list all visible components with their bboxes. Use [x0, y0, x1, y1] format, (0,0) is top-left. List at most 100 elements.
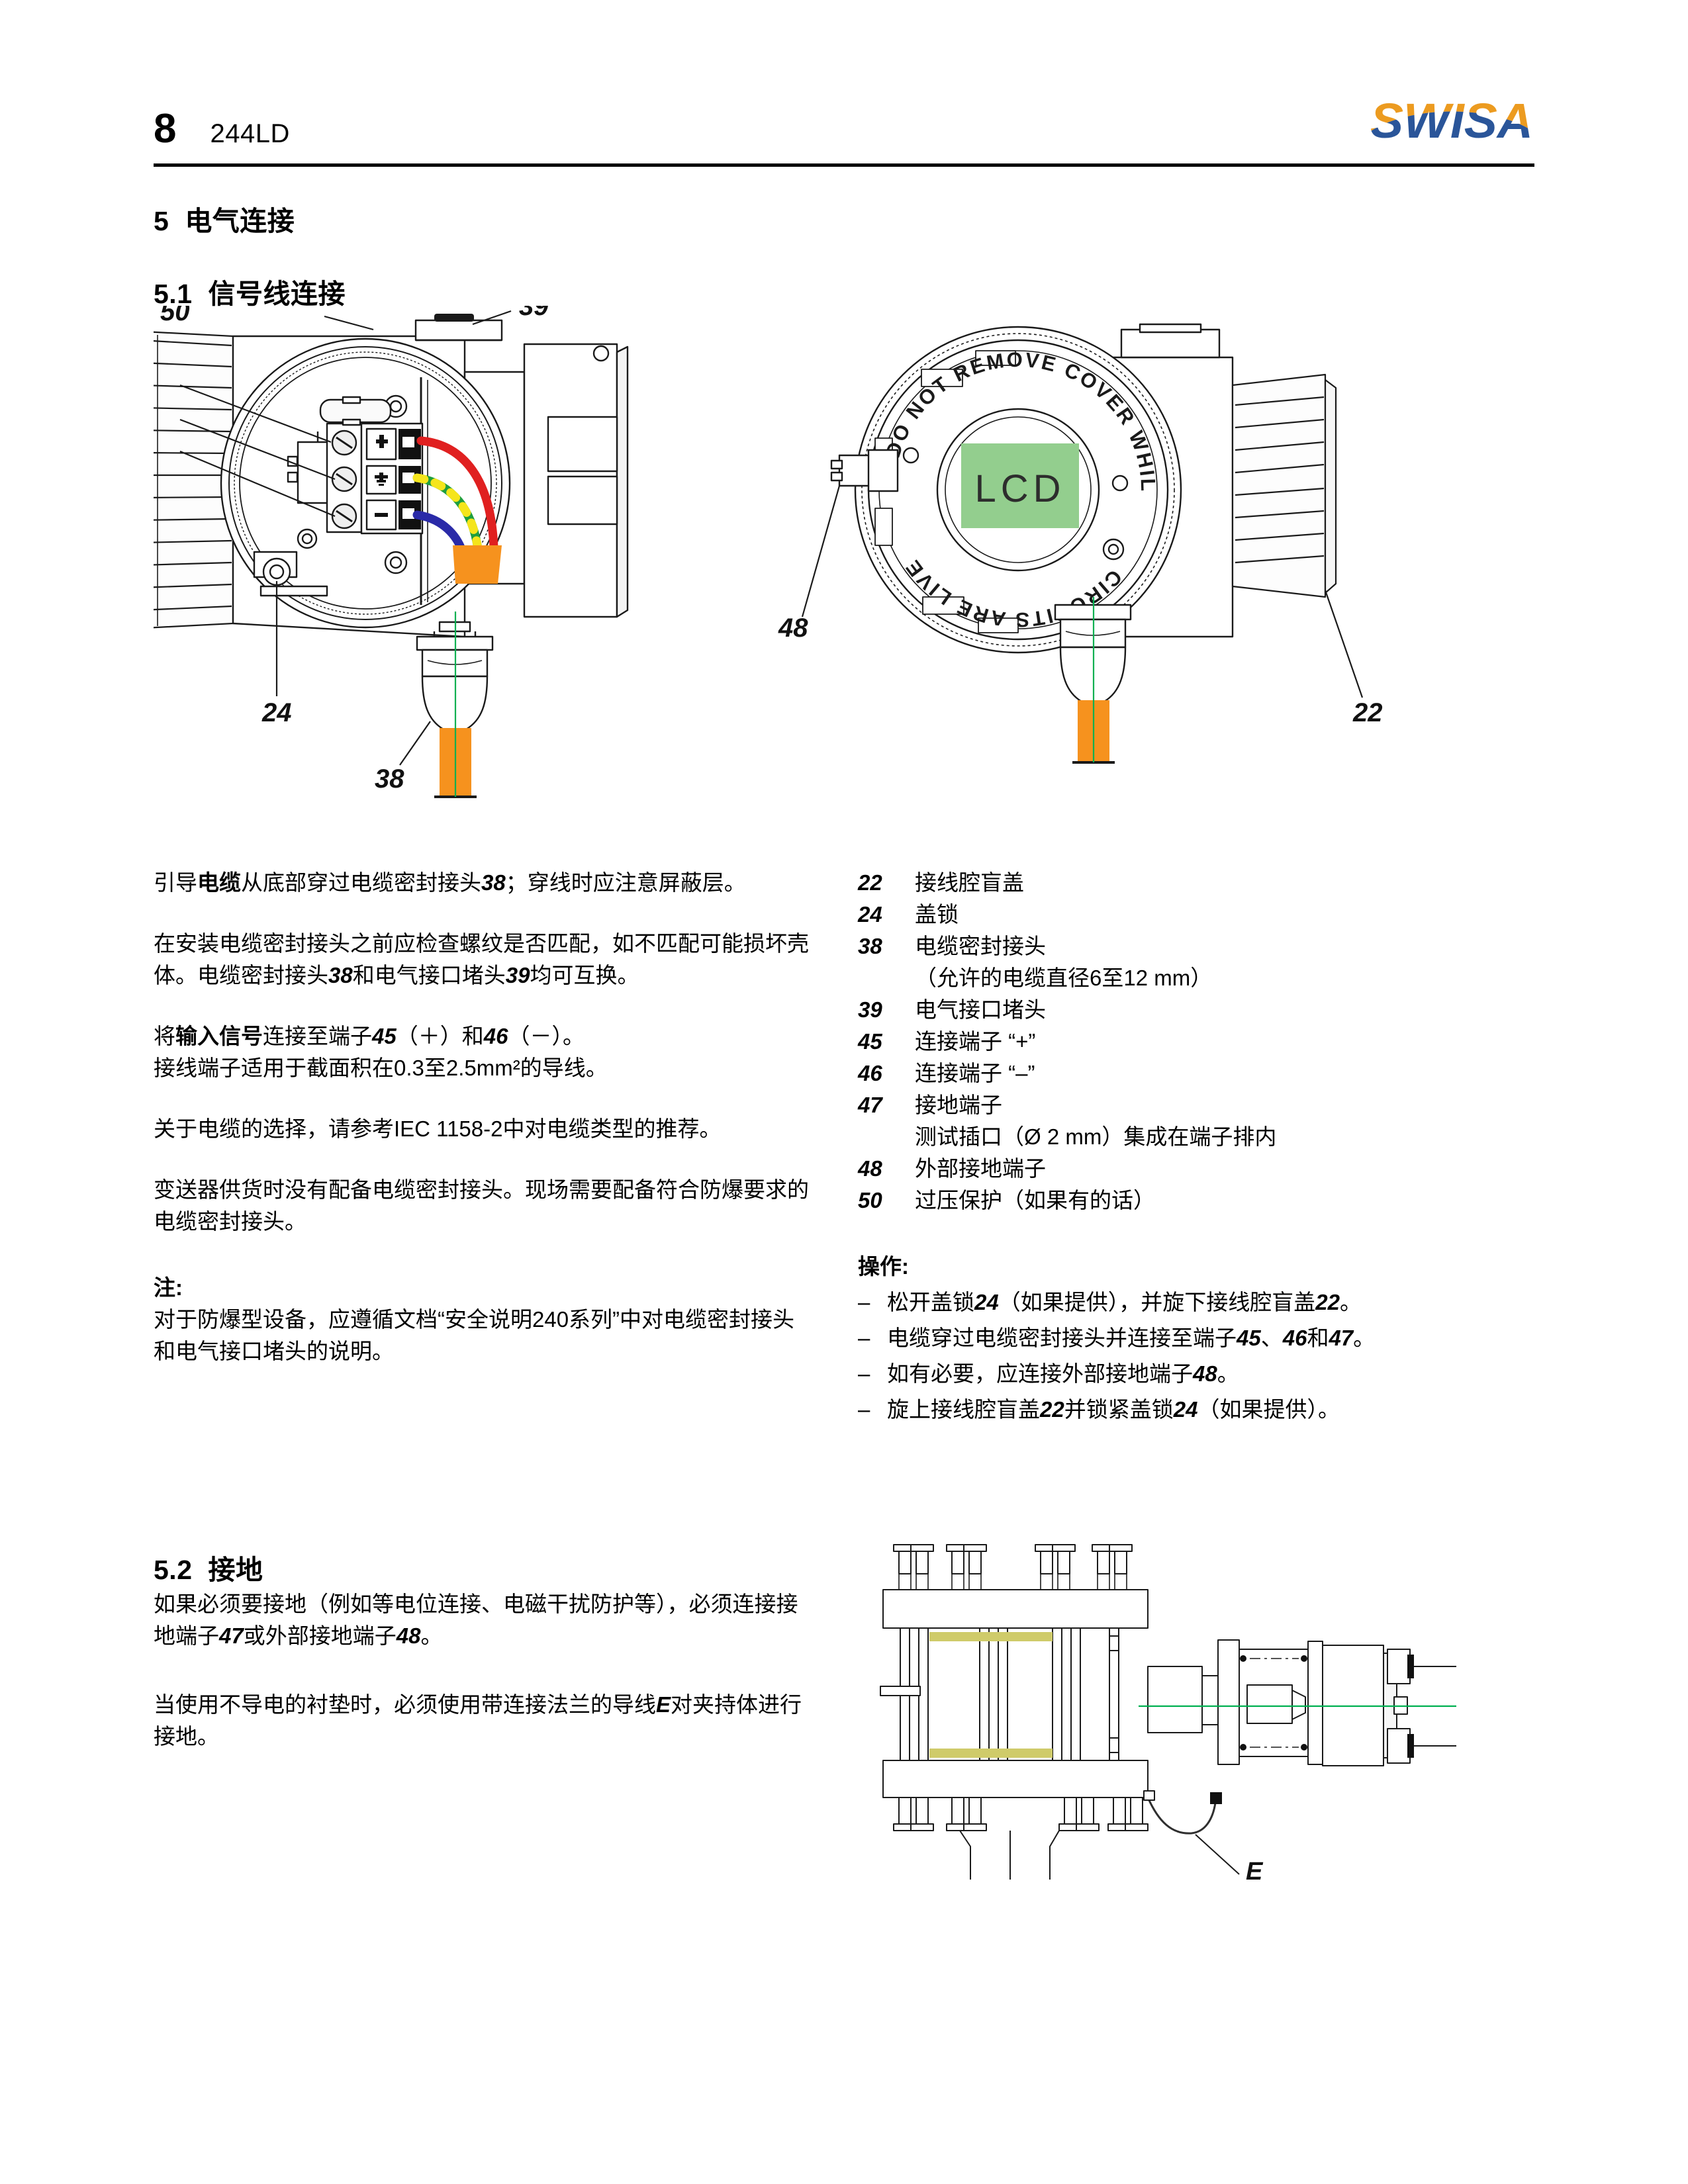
s52-ref-48: 48 [396, 1623, 421, 1648]
paragraph-no-gland-supplied: 变送器供货时没有配备电缆密封接头。现场需要配备符合防爆要求的电缆密封接头。 [154, 1177, 809, 1234]
lcd-screen [961, 443, 1079, 528]
flange-plate-top [882, 1589, 1149, 1629]
step3-a: 如有必要，应连接外部接地端子 [887, 1361, 1193, 1386]
p3-ref-45: 45 [372, 1024, 397, 1048]
callout-39: 39 [519, 306, 549, 321]
paragraph-input-signal: 将输入信号连接至端子45（＋）和46（－）。 接线端子适用于截面积在0.3至2.… [154, 1021, 816, 1084]
legend-label-39: 电气接口堵头 [915, 997, 1046, 1022]
paragraph-grounding-required: 如果必须要接地（例如等电位连接、电磁干扰防护等），必须连接接地端子47或外部接地… [154, 1588, 816, 1652]
wire-positive [416, 436, 498, 553]
process-neck [1147, 1666, 1203, 1733]
p2-ref-39: 39 [505, 963, 530, 987]
legend-label-50: 过压保护（如果有的话） [915, 1188, 1155, 1212]
figure-grounding: E [861, 1535, 1456, 1886]
legend-label-38: 电缆密封接头 [915, 934, 1046, 958]
p3-bold-input: 输入信号 [175, 1024, 263, 1048]
heading-5-number: 5 [154, 206, 169, 236]
p1-part-c: 从底部穿过电缆密封接头 [241, 870, 481, 895]
step-3-dash: – [858, 1361, 870, 1386]
terminal-earth-icon [375, 473, 388, 486]
p2-part-b: 和电气接口堵头 [352, 963, 506, 987]
header-divider [154, 163, 1534, 167]
leader-lines-left [179, 310, 512, 766]
step2-ref-47: 47 [1329, 1326, 1354, 1350]
legend-number-24: 24 [858, 902, 882, 927]
step-1-dash: – [858, 1290, 870, 1314]
terminal-clamp-bar [319, 396, 392, 426]
p3-line2: 接线端子适用于截面积在0.3至2.5mm²的导线。 [154, 1056, 608, 1080]
legend-item-22: 22 接线腔盲盖 [858, 867, 1540, 899]
section-52-text: 如果必须要接地（例如等电位连接、电磁干扰防护等），必须连接接地端子47或外部接地… [154, 1588, 816, 1752]
legend-item-47: 47 接地端子 2.5 mm2 [858, 1089, 1540, 1121]
heading-section-5-1: 5.1 信号线连接 [154, 271, 346, 311]
legend-item-38: 38 电缆密封接头 [858, 931, 1540, 962]
legend-item-24: 24 盖锁 [858, 899, 1540, 931]
p1-bold-cable: 电缆 [197, 870, 241, 895]
s52-p1-a: 如果必须要接地（例如等电位连接、电磁干扰防护等），必须连接接地端子 [154, 1592, 798, 1648]
document-title: 244LD [210, 119, 290, 148]
step2-ref-45: 45 [1237, 1326, 1261, 1350]
callout-50: 50 [160, 306, 190, 326]
adapter-flange [1217, 1639, 1323, 1765]
step1-c: 。 [1339, 1290, 1362, 1314]
step-2-text: 电缆穿过电缆密封接头并连接至端子45、46和47。 [887, 1322, 1540, 1354]
p3-part-e: （－）。 [508, 1024, 585, 1048]
legend-number-50: 50 [858, 1188, 882, 1212]
legend-label-45: 连接端子 “+” [915, 1029, 1036, 1054]
step3-b: 。 [1217, 1361, 1239, 1386]
figure-electrical-connection: LCD DO NOT REMOVE COVER WHILE CIRCUITS A… [154, 306, 1438, 822]
sensor-detail-b [547, 475, 618, 525]
step3-ref-48: 48 [1193, 1361, 1217, 1386]
operation-step-1: – 松开盖锁24（如果提供），并旋下接线腔盲盖22。 [858, 1287, 1540, 1318]
p3-part-a: 将 [154, 1024, 175, 1048]
page-header: 8 244LD SWISA SWIS [154, 93, 1534, 172]
operation-step-2: – 电缆穿过电缆密封接头并连接至端子45、46和47。 [858, 1322, 1540, 1354]
flange-bolts-bottom [893, 1797, 1149, 1831]
paragraph-thread-check: 在安装电缆密封接头之前应检查螺纹是否匹配，如不匹配可能损坏壳体。电缆密封接头38… [154, 928, 816, 991]
flange-body [880, 1627, 1119, 1761]
legend-label-24: 盖锁 [915, 902, 959, 927]
p2-part-c: 均可互换。 [530, 963, 639, 987]
legend-item-45: 45 连接端子 “+” 导线横截 [858, 1026, 1540, 1058]
legend-label-46: 连接端子 “–” [915, 1061, 1035, 1085]
legend-item-46: 46 连接端子 “–” 面积最大 [858, 1058, 1540, 1089]
flange-bolts-top [893, 1544, 1133, 1590]
figure-electrical-connection-svg: LCD DO NOT REMOVE COVER WHILE CIRCUITS A… [154, 306, 1383, 798]
component-legend-list: 22 接线腔盲盖 24 盖锁 38 电缆密封接头 （允许的电缆直径6至12 mm… [858, 867, 1540, 1216]
wire-bundle [412, 436, 498, 555]
lcd-label: LCD [974, 467, 1065, 510]
callout-e: E [1246, 1858, 1264, 1880]
p3-part-d: （＋）和 [396, 1024, 484, 1048]
step-1-text: 松开盖锁24（如果提供），并旋下接线腔盲盖22。 [887, 1287, 1540, 1318]
legend-number-47: 47 [858, 1093, 882, 1117]
terminal-plus-icon [376, 435, 388, 448]
step-4-dash: – [858, 1397, 870, 1422]
figure-grounding-svg: E [880, 1544, 1456, 1886]
legend-item-50: 50 过压保护（如果有的话） [858, 1185, 1540, 1216]
page-number: 8 [154, 106, 176, 152]
heading-51-number: 5.1 [154, 279, 193, 309]
heading-51-title: 信号线连接 [208, 279, 346, 309]
step-2-dash: – [858, 1326, 870, 1350]
heading-52-number: 5.2 [154, 1555, 193, 1585]
legend-item-39: 39 电气接口堵头 [858, 994, 1540, 1026]
operation-step-3: – 如有必要，应连接外部接地端子48。 [858, 1358, 1540, 1390]
step2-a: 电缆穿过电缆密封接头并连接至端子 [887, 1326, 1237, 1350]
flange-plate-bottom [882, 1760, 1149, 1798]
legend-number-48: 48 [858, 1156, 882, 1181]
legend-number-38: 38 [858, 934, 882, 958]
step1-a: 松开盖锁 [887, 1290, 974, 1314]
s52-p2-a: 当使用不导电的衬垫时，必须使用带连接法兰的导线 [154, 1692, 656, 1717]
note-text: 对于防爆型设备，应遵循文档“安全说明240系列”中对电缆密封接头和电气接口堵头的… [154, 1307, 795, 1363]
callout-22: 22 [1352, 698, 1383, 727]
step2-ref-46: 46 [1282, 1326, 1307, 1350]
p1-ref-38: 38 [481, 870, 506, 895]
legend-label-22: 接线腔盲盖 [915, 870, 1024, 895]
right-housing-fins [1231, 373, 1337, 598]
ground-strap [1147, 1797, 1217, 1835]
legend-number-39: 39 [858, 997, 882, 1022]
step1-ref-22: 22 [1315, 1290, 1340, 1314]
